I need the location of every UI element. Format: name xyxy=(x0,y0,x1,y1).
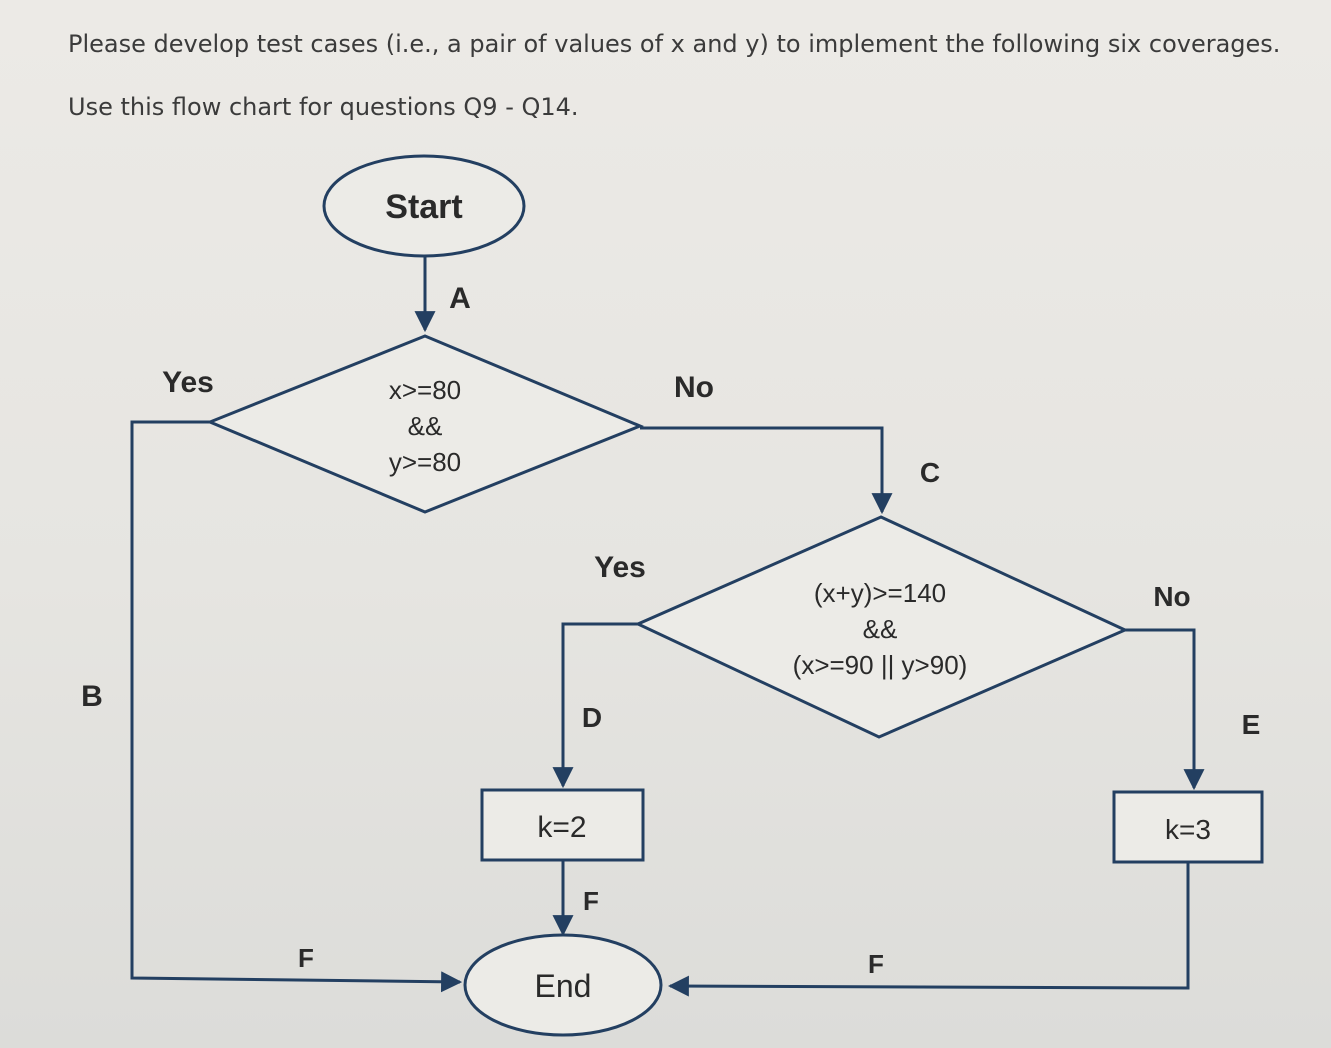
start-label: Start xyxy=(385,188,462,226)
decision-2-line-2: && xyxy=(863,614,898,644)
process-k3-label: k=3 xyxy=(1165,814,1211,845)
edge-f-right xyxy=(667,862,1190,997)
process-k3 xyxy=(1112,790,1264,864)
process-k2 xyxy=(480,788,645,862)
edge-label-f-middle: F xyxy=(583,886,599,916)
decision-2 xyxy=(634,515,1129,739)
edge-b xyxy=(130,420,463,993)
decision-1-line-3: y>=80 xyxy=(389,447,461,477)
end-label: End xyxy=(535,968,592,1004)
edge-label-c: C xyxy=(920,457,940,488)
edge-label-f-right: F xyxy=(868,949,884,979)
decision-2-no-label: No xyxy=(1153,581,1190,612)
edge-d xyxy=(552,622,638,789)
decision-1-yes-label: Yes xyxy=(162,366,214,399)
edge-label-d: D xyxy=(582,702,602,733)
edge-label-f-left: F xyxy=(298,943,314,973)
start-terminal xyxy=(322,154,526,258)
process-k2-label: k=2 xyxy=(537,811,586,844)
edge-label-b: B xyxy=(81,680,103,713)
decision-2-yes-label: Yes xyxy=(594,551,646,584)
decision-1-no-label: No xyxy=(674,371,714,404)
end-terminal xyxy=(463,933,663,1037)
flowchart-reference-text: Use this flow chart for questions Q9 - Q… xyxy=(68,93,579,121)
edge-e xyxy=(1125,628,1205,791)
edge-c xyxy=(640,426,893,515)
decision-1-line-2: && xyxy=(408,411,443,441)
edge-label-a: A xyxy=(449,282,471,315)
instruction-text: Please develop test cases (i.e., a pair … xyxy=(68,30,1281,58)
decision-1 xyxy=(206,334,644,514)
edge-label-e: E xyxy=(1242,709,1261,740)
decision-2-line-1: (x+y)>=140 xyxy=(814,578,946,608)
decision-1-line-1: x>=80 xyxy=(389,375,461,405)
decision-2-line-3: (x>=90 || y>90) xyxy=(793,650,968,680)
